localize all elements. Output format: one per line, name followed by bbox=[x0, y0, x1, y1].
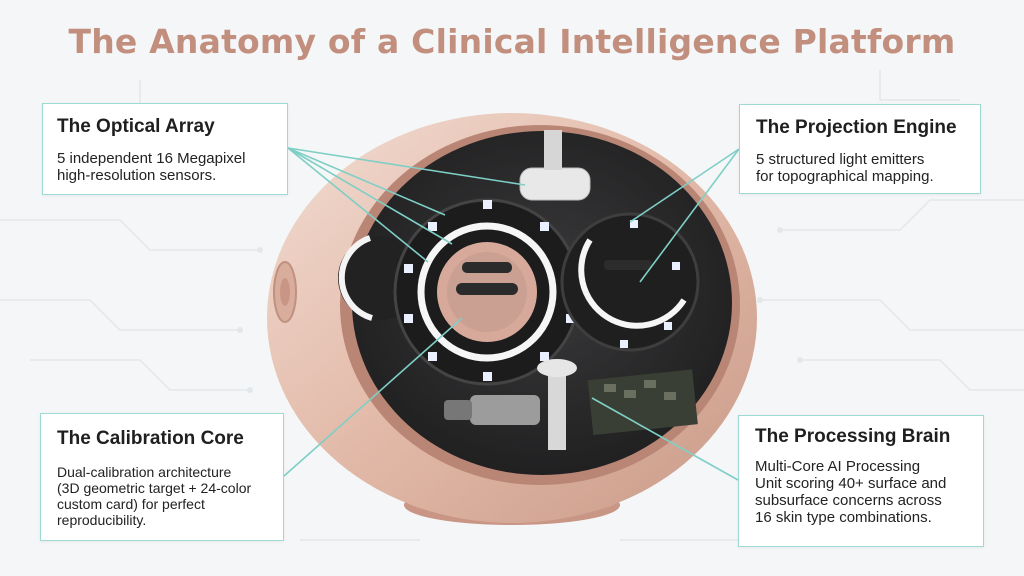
processing-brain-title: The Processing Brain bbox=[755, 426, 951, 447]
calibration-core-text: Dual-calibration architecture (3D geomet… bbox=[57, 464, 252, 528]
right-projector-disc bbox=[560, 212, 700, 352]
central-camera-disc bbox=[393, 198, 581, 386]
processing-brain-text: Multi-Core AI Processing Unit scoring 40… bbox=[755, 458, 947, 526]
calibration-core-callout: The Calibration Core Dual-calibration ar… bbox=[40, 413, 284, 541]
projection-engine-text: 5 structured light emitters for topograp… bbox=[756, 151, 934, 185]
processing-brain-callout: The Processing Brain Multi-Core AI Proce… bbox=[738, 415, 984, 547]
page-title: The Anatomy of a Clinical Intelligence P… bbox=[68, 22, 956, 61]
optical-array-text: 5 independent 16 Megapixel high-resoluti… bbox=[57, 150, 246, 184]
projection-engine-callout: The Projection Engine 5 structured light… bbox=[739, 104, 981, 194]
calibration-core-title: The Calibration Core bbox=[57, 428, 244, 449]
lower-mechanics bbox=[444, 359, 698, 450]
projection-engine-title: The Projection Engine bbox=[756, 117, 957, 138]
leader-lines bbox=[283, 147, 740, 481]
optical-array-title: The Optical Array bbox=[57, 116, 215, 137]
optical-array-callout: The Optical Array 5 independent 16 Megap… bbox=[42, 103, 288, 195]
